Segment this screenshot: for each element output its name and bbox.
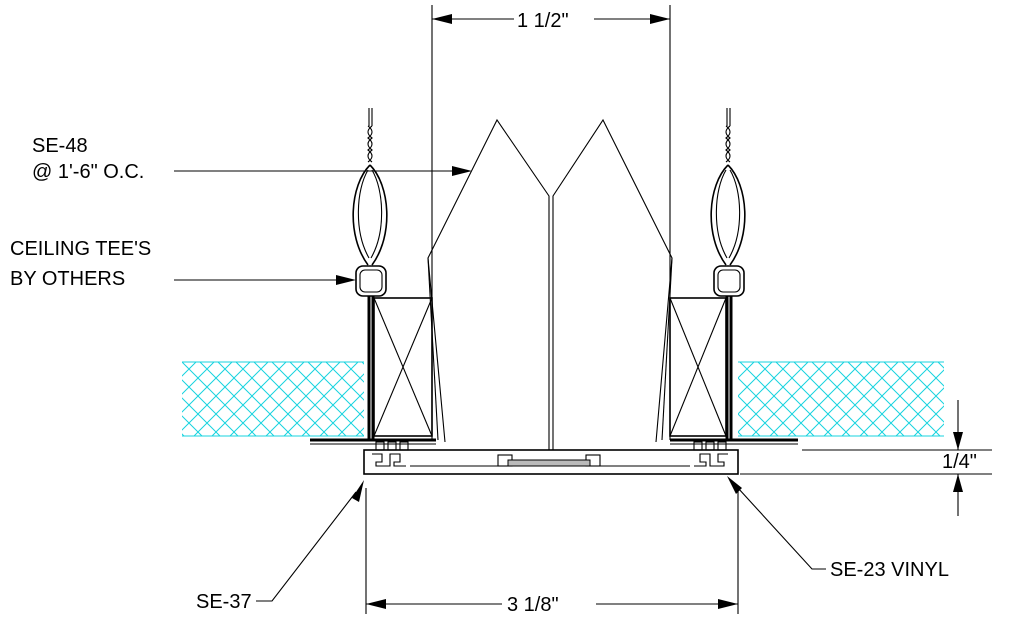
ceiling-tee-left [310,265,436,445]
hanger-wire-left [352,108,388,266]
hanger-wire-right [710,108,746,266]
label-se37: SE-37 [196,591,252,613]
block-right [669,297,727,437]
dimension-bottom-label: 3 1/8" [507,594,559,616]
leader-ceiling-tee [174,275,356,285]
leader-se23 [727,476,826,570]
label-se23-vinyl: SE-23 VINYL [830,559,949,581]
insulation-right [738,361,944,437]
dimension-right [740,400,992,516]
label-se48-line1: SE-48 [32,135,88,157]
frame-bottom [363,441,739,475]
block-left [373,297,433,437]
dimension-top [431,5,671,440]
leader-se48 [174,166,472,176]
label-se48-line2: @ 1'-6" O.C. [32,161,144,183]
label-ceiling-tee-line2: BY OTHERS [10,268,125,290]
label-ceiling-tee-line1: CEILING TEE'S [10,238,151,260]
dimension-bottom [365,488,739,614]
dimension-right-label: 1/4" [942,451,977,473]
blade-right [552,118,673,450]
insulation-left [182,361,364,437]
ceiling-tee-right [670,265,798,445]
leader-se37 [256,480,364,602]
dimension-top-label: 1 1/2" [517,10,569,32]
blade-left [427,118,550,450]
